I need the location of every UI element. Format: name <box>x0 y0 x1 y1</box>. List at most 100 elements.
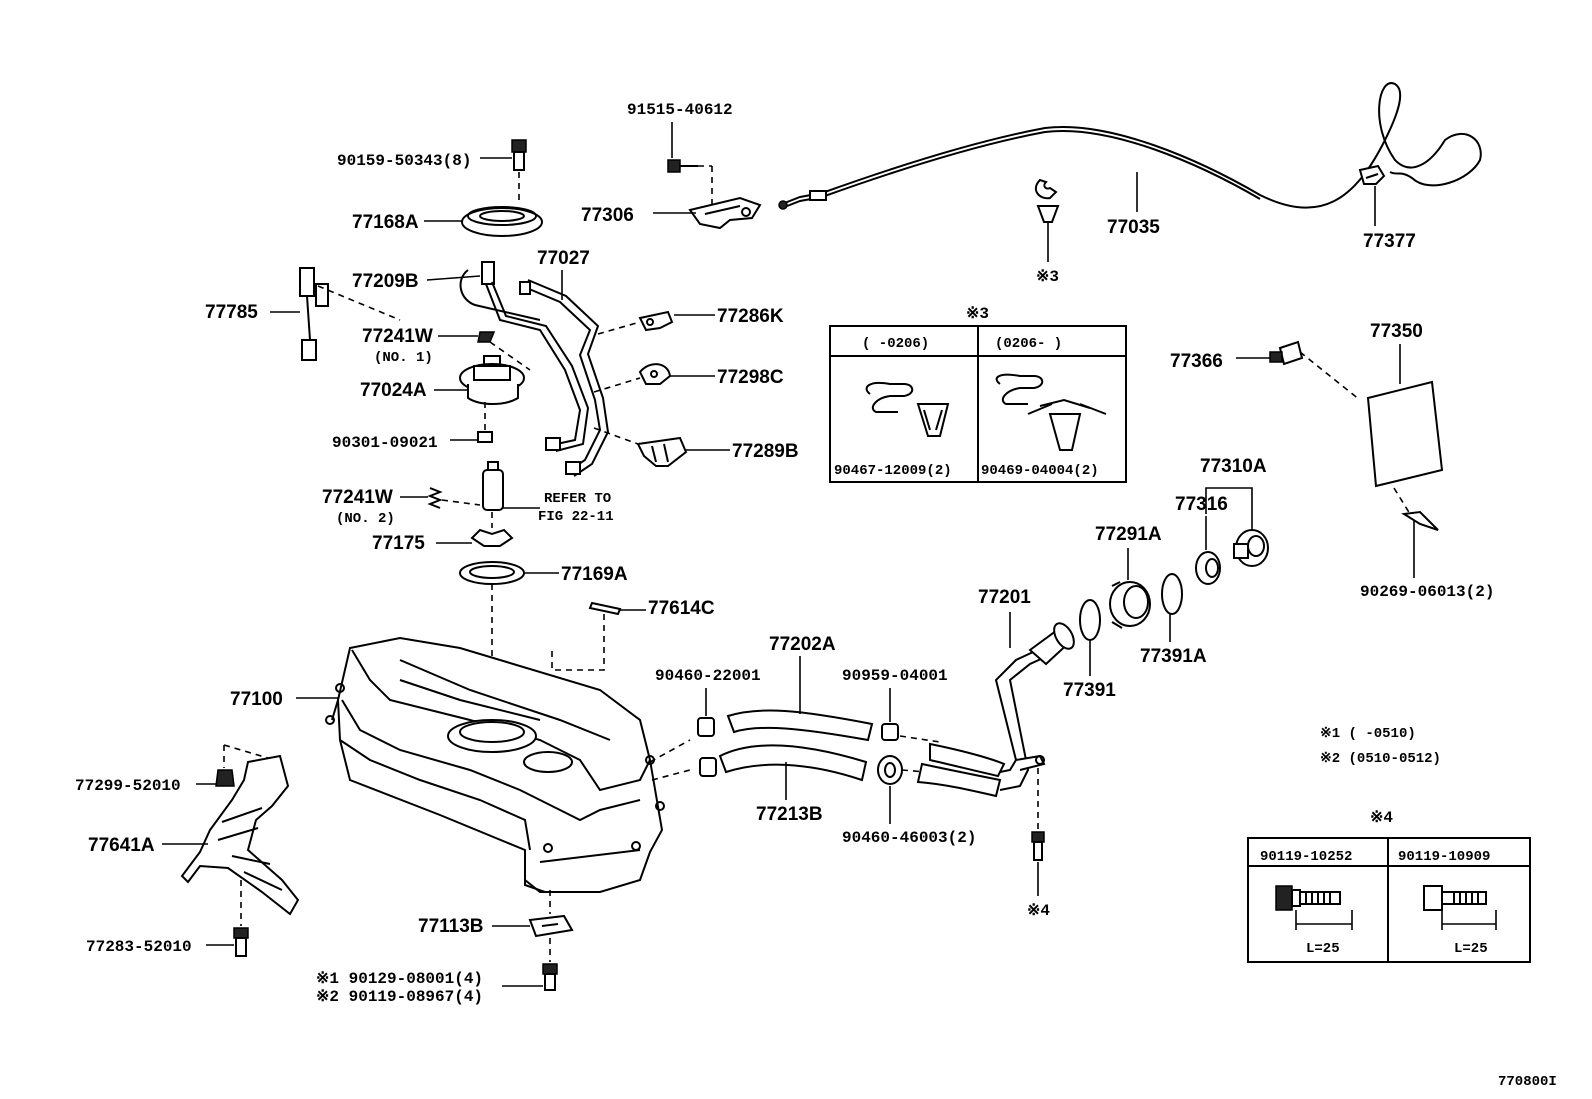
label-77241W-no2-note: (NO. 2) <box>336 511 395 527</box>
table4-title: ※4 <box>1370 809 1393 827</box>
dash-77241W-no1 <box>489 341 531 371</box>
label-90269: 90269-06013(2) <box>1360 583 1494 601</box>
table4-col2-dim: L=25 <box>1454 941 1488 957</box>
label-77291A: 77291A <box>1095 524 1162 545</box>
label-77286K: 77286K <box>717 306 784 327</box>
fuel-connector-77209B <box>459 261 541 321</box>
label-90460-22001: 90460-22001 <box>655 667 761 685</box>
dash-tank-to-clamp2 <box>651 769 691 781</box>
label-90119: ※2 90119-08967(4) <box>316 988 483 1006</box>
label-77201: 77201 <box>978 587 1031 608</box>
fuel-opener-cable-77035 <box>781 82 1482 209</box>
label-ref3-top: ※3 <box>1036 268 1059 286</box>
clamp-ref3-part <box>1034 178 1060 223</box>
label-77299: 77299-52010 <box>75 777 181 795</box>
clamp-90460-46003 <box>877 755 903 785</box>
o-ring-77391A <box>1161 573 1183 615</box>
label-77100: 77100 <box>230 689 283 710</box>
clip-77298C <box>638 363 672 385</box>
label-77113B: 77113B <box>418 916 484 937</box>
fuel-door-hinge-77366 <box>1269 340 1304 366</box>
clip-77241W-no1 <box>477 331 496 343</box>
bolt-90159-part <box>511 139 527 171</box>
diagram-id: 770800I <box>1498 1074 1557 1090</box>
label-77283: 77283-52010 <box>86 938 192 956</box>
fuel-pump-refer-part <box>482 461 504 511</box>
bolt-90119-10252-drawing <box>1275 885 1353 930</box>
filler-pipe-guard-77291A <box>1109 581 1151 629</box>
label-77785: 77785 <box>205 302 258 323</box>
hose-77213B <box>718 744 868 782</box>
fuel-tube-77027 <box>485 279 610 477</box>
dash-77289B <box>593 427 639 445</box>
label-77202A: 77202A <box>769 634 836 655</box>
label-77169A: 77169A <box>561 564 628 585</box>
label-90129: ※1 90129-08001(4) <box>316 970 483 988</box>
label-90301: 90301-09021 <box>332 434 438 452</box>
note-2: ※2 (0510-0512) <box>1320 751 1441 767</box>
label-77310A: 77310A <box>1200 456 1267 477</box>
label-90159: 90159-50343(8) <box>337 152 471 170</box>
table3-col2-header: (0206- ) <box>995 336 1062 352</box>
label-91515-40612: 91515-40612 <box>627 101 733 119</box>
bolt-ref4-part <box>1031 831 1045 861</box>
bolt-90119-10909-drawing <box>1423 885 1497 930</box>
label-77209B: 77209B <box>352 271 419 292</box>
fuel-opener-lever-77306 <box>688 196 762 230</box>
dash-77350 <box>1393 487 1411 515</box>
label-77213B: 77213B <box>756 804 823 825</box>
screw-90269 <box>1401 510 1439 531</box>
table3-title: ※3 <box>966 305 989 323</box>
table3 <box>829 325 1127 483</box>
label-77391: 77391 <box>1063 680 1116 701</box>
dash-77286K <box>597 321 641 335</box>
cable-clip-77377 <box>1358 164 1386 185</box>
hose-77202A <box>726 709 874 742</box>
label-77298C: 77298C <box>717 367 784 388</box>
dash-bracket-top <box>223 744 269 759</box>
note-1: ※1 ( -0510) <box>1320 726 1416 742</box>
gasket-77169A <box>459 561 525 585</box>
table4-col2-header: 90119-10909 <box>1398 849 1490 865</box>
cable-fitting <box>809 190 827 201</box>
label-refer-line2: FIG 22-11 <box>538 509 614 525</box>
label-77175: 77175 <box>372 533 425 554</box>
fuel-gauge-sender-77785 <box>299 267 329 361</box>
label-77289B: 77289B <box>732 441 799 462</box>
filter-77175 <box>470 528 514 547</box>
dash-77785 <box>317 285 401 321</box>
label-77614C: 77614C <box>648 598 715 619</box>
protector-bracket-77641A <box>180 754 300 916</box>
clip-90469-drawing <box>995 373 1107 451</box>
fuel-tank-77100 <box>325 636 665 893</box>
o-ring-77391 <box>1079 599 1101 641</box>
label-ref4-bolt: ※4 <box>1027 902 1050 920</box>
clip-90467-drawing <box>865 382 950 437</box>
clip-77286K <box>638 310 674 332</box>
label-77024A: 77024A <box>360 380 427 401</box>
label-77241W-no2: 77241W <box>322 487 393 508</box>
cushion-77113B <box>528 914 574 938</box>
part-77614C <box>588 601 622 616</box>
filler-neck-77201 <box>916 622 1075 798</box>
label-77306: 77306 <box>581 205 634 226</box>
label-77366: 77366 <box>1170 351 1223 372</box>
label-77391A: 77391A <box>1140 646 1207 667</box>
dash-hose-neck-1 <box>899 735 941 743</box>
label-refer-line1: REFER TO <box>544 491 611 507</box>
table3-col1-header: ( -0206) <box>862 336 929 352</box>
grommet-77299 <box>215 769 235 787</box>
table3-col2-part: 90469-04004(2) <box>981 463 1099 479</box>
table4-col1-dim: L=25 <box>1306 941 1340 957</box>
label-77241W-no1: 77241W <box>362 326 433 347</box>
fuel-cap-77310A <box>1233 529 1269 567</box>
dash-77241W-no2 <box>441 499 481 506</box>
label-77241W-no1-note: (NO. 1) <box>374 350 433 366</box>
table4 <box>1247 837 1531 963</box>
label-77168A: 77168A <box>352 212 419 233</box>
dash-77366 <box>1299 351 1361 401</box>
retainer-ring-77168A <box>461 206 543 237</box>
spring-77241W-no2 <box>427 487 443 509</box>
fuel-pump-housing-77024A <box>459 355 525 405</box>
